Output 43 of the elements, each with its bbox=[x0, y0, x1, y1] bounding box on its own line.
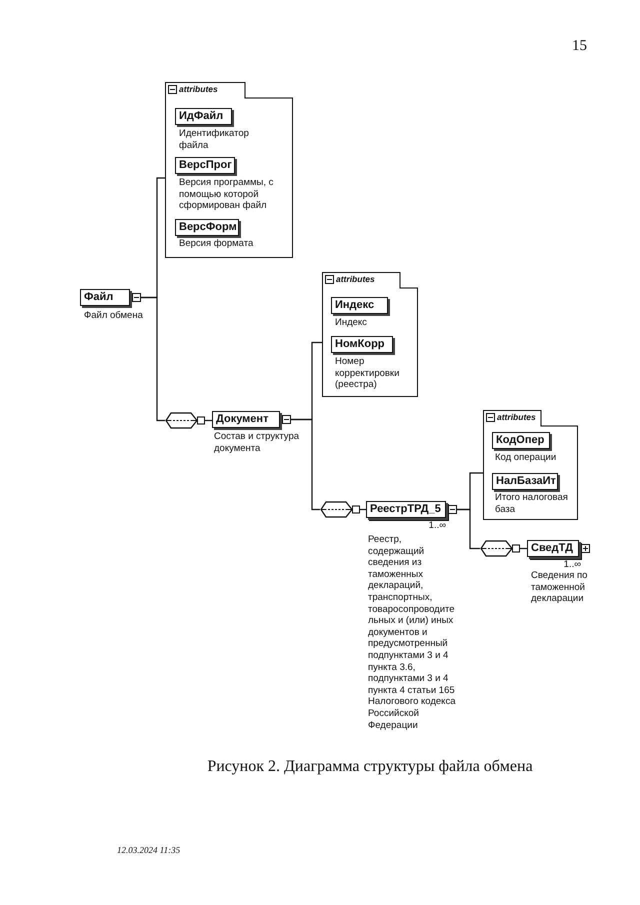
element-description: Реестр, содержащий сведения из таможенных деклараций, транспортных, товаросопроводительных и (или) иных документов и предусмотренный подпунктами 3 и 4 пункта 3.6, подпунктами 3 и 4 пункта 4 статьи 165 Налогового кодекса Российской Федерации bbox=[368, 534, 456, 732]
attribute-box: ВерсФорм bbox=[175, 219, 239, 236]
connector-line bbox=[141, 296, 165, 422]
element-description: Номер корректировки (реестра) bbox=[335, 356, 400, 391]
element-box bbox=[212, 411, 291, 428]
attribute-group bbox=[483, 410, 578, 520]
page-number: 15 bbox=[572, 38, 587, 55]
occurrence-label: 1..∞ bbox=[562, 559, 581, 570]
element-description: Версия программы, с помощью которой сформирован файл bbox=[179, 177, 274, 212]
element-description: Итого налоговая база bbox=[495, 492, 569, 516]
occurrence-label: 1..∞ bbox=[428, 520, 446, 531]
element-description: Код операции bbox=[495, 452, 558, 464]
element-box bbox=[80, 289, 141, 306]
figure-caption: Рисунок 2. Диаграмма структуры файла обмена bbox=[206, 758, 534, 776]
element-name: Документ bbox=[216, 412, 268, 427]
attribute-box: Индекс bbox=[331, 297, 388, 314]
element-description: Индекс bbox=[335, 317, 368, 329]
element-description: Версия формата bbox=[179, 238, 254, 250]
element-name: Файл bbox=[84, 290, 114, 305]
print-timestamp: 12.03.2024 11:35 bbox=[117, 845, 180, 855]
group-label: attributes bbox=[497, 412, 536, 423]
attribute-box: КодОпер bbox=[492, 432, 550, 449]
sequence-symbol bbox=[480, 540, 520, 557]
element-description: Сведения по таможенной декларации bbox=[531, 570, 588, 605]
attribute-box: НомКорр bbox=[331, 336, 393, 353]
connector-line bbox=[291, 418, 320, 510]
element-description: Идентификатор файла bbox=[179, 128, 250, 152]
group-label: attributes bbox=[179, 84, 218, 95]
element-box bbox=[527, 540, 590, 557]
attribute-group bbox=[165, 82, 293, 258]
group-label: attributes bbox=[336, 274, 375, 285]
element-description: Состав и структура документа bbox=[214, 431, 300, 454]
sequence-symbol bbox=[165, 412, 205, 429]
attribute-box: ИдФайл bbox=[175, 108, 232, 125]
element-box bbox=[366, 501, 457, 518]
attribute-group bbox=[322, 272, 418, 397]
sequence-symbol bbox=[320, 501, 360, 518]
element-name: СведТД bbox=[531, 541, 573, 556]
element-description: Файл обмена bbox=[84, 310, 144, 322]
attribute-box: ВерсПрог bbox=[175, 157, 235, 174]
connector-line bbox=[457, 508, 480, 550]
attribute-box: НалБазаИт bbox=[492, 473, 558, 490]
element-name: РеестрТРД_5 bbox=[370, 502, 441, 517]
